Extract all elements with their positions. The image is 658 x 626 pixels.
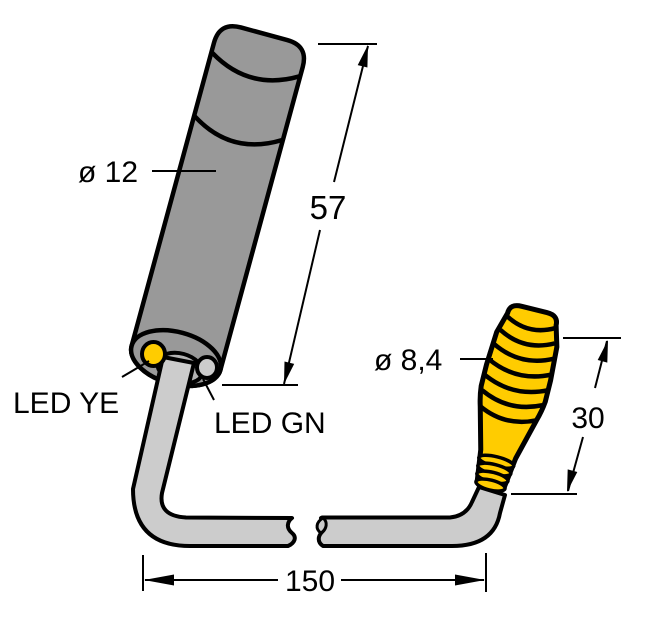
dim-57-line-lower <box>283 229 321 385</box>
arrow-30-top <box>597 340 608 363</box>
connector-group <box>474 303 560 493</box>
dimension-arrowheads <box>144 45 608 586</box>
sensor-top-face-line <box>210 51 300 83</box>
cable-right-segment <box>316 485 507 548</box>
sensor-body-group <box>128 24 307 389</box>
label-body-length: 57 <box>310 189 347 226</box>
cable-left-segment <box>131 355 297 548</box>
label-connector-length: 30 <box>571 402 604 435</box>
connector-strain-relief-ribs <box>474 453 516 493</box>
label-led-yellow: LED YE <box>13 387 119 420</box>
dim-57-line-upper <box>333 45 369 183</box>
label-led-green: LED GN <box>214 407 326 440</box>
led-yellow <box>140 340 167 368</box>
label-body-diameter: ø 12 <box>78 156 138 189</box>
arrow-30-bottom <box>567 469 578 492</box>
led-green <box>195 355 219 380</box>
label-cable-length: 150 <box>285 565 335 598</box>
connector-knurl-lines <box>478 314 556 425</box>
leader-led-yellow <box>121 360 150 378</box>
label-connector-diameter: ø 8,4 <box>374 344 442 377</box>
cable-break-teardrop <box>315 516 328 535</box>
arrow-150-left <box>144 574 174 586</box>
arrow-150-right <box>455 574 485 586</box>
arrow-57-bottom <box>284 361 295 384</box>
sensor-collar-line <box>193 114 283 147</box>
leader-led-green <box>202 378 215 401</box>
arrow-57-top <box>357 45 368 68</box>
